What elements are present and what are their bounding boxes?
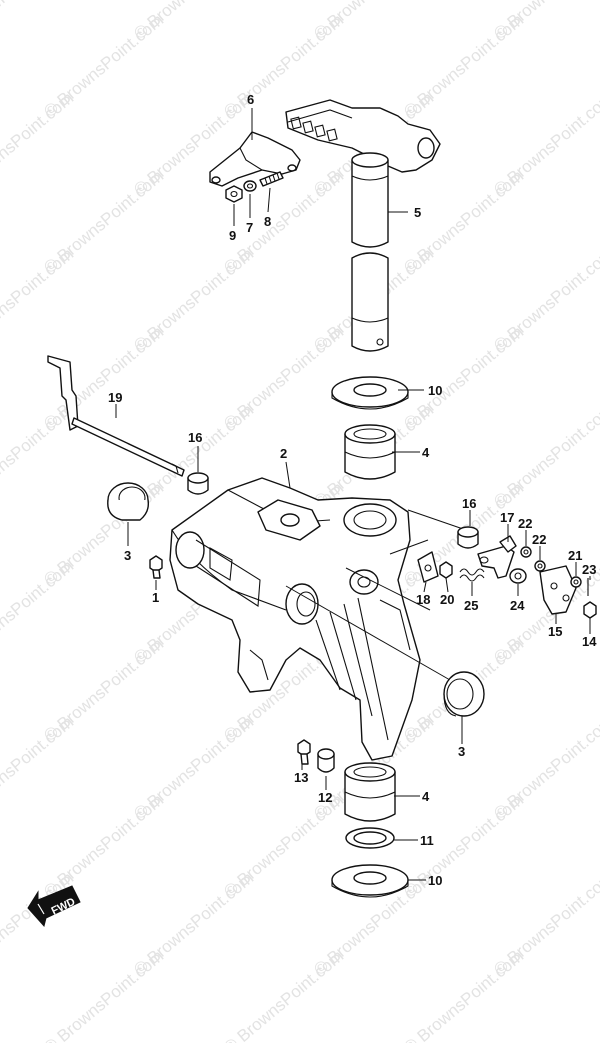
watermark-text: © BrownsPoint.com <box>40 946 167 1043</box>
part-7-washer <box>243 180 257 192</box>
callout-9: 9 <box>229 228 236 243</box>
callout-8: 8 <box>264 214 271 229</box>
part-3-cap-right <box>443 671 485 717</box>
part-15-lever <box>539 565 577 615</box>
watermark-text: © BrownsPoint.com <box>220 946 347 1043</box>
part-24-bushing <box>509 568 527 584</box>
callout-20: 20 <box>440 592 454 607</box>
callout-14: 14 <box>582 634 597 649</box>
part-6-bracket <box>209 131 301 187</box>
callout-5: 5 <box>414 205 421 220</box>
part-14-nut <box>583 601 597 619</box>
callout-25: 25 <box>464 598 478 613</box>
part-12-stopper <box>317 748 335 773</box>
part-20-bolt <box>439 561 453 579</box>
part-19-rod <box>47 355 185 477</box>
callout-4-lower: 4 <box>422 789 430 804</box>
watermark-text: © BrownsPoint.com <box>0 712 77 823</box>
part-1-bolt <box>149 555 163 579</box>
callout-3-left: 3 <box>124 548 131 563</box>
callout-18: 18 <box>416 592 430 607</box>
part-10-washer-lower <box>331 864 409 898</box>
watermark-text: © BrownsPoint.com <box>0 88 77 199</box>
part-2-swivel-bracket <box>169 477 421 761</box>
part-11-washer <box>345 827 395 849</box>
callout-10-upper: 10 <box>428 383 442 398</box>
callout-11: 11 <box>420 833 434 848</box>
callout-19: 19 <box>108 390 122 405</box>
watermark-text: © BrownsPoint.com <box>0 400 77 511</box>
callout-4-upper: 4 <box>422 445 430 460</box>
callout-2: 2 <box>280 446 287 461</box>
part-17-link <box>477 535 517 579</box>
leader-lines <box>115 108 591 881</box>
part-10-washer-upper <box>331 376 409 410</box>
part-3-cap-left <box>107 482 150 521</box>
callout-15: 15 <box>548 624 562 639</box>
part-4-bushing-lower <box>344 762 396 822</box>
callout-13: 13 <box>294 770 308 785</box>
part-16-bushing-right <box>457 526 479 549</box>
part-4-bushing-upper <box>344 424 396 480</box>
callout-24: 24 <box>510 598 525 613</box>
watermark-text: © BrownsPoint.com <box>400 946 527 1043</box>
callouts: 6 9 7 8 5 10 19 16 4 2 3 1 16 17 22 22 2… <box>108 92 597 888</box>
watermark-text: © BrownsPoint.com <box>0 0 77 43</box>
callout-3-right: 3 <box>458 744 465 759</box>
callout-10-lower: 10 <box>428 873 442 888</box>
part-13-bolt <box>297 739 311 765</box>
watermark-text: © BrownsPoint.com <box>0 244 77 355</box>
watermark-text: © BrownsPoint.com <box>0 556 77 667</box>
callout-16-upper: 16 <box>188 430 202 445</box>
callout-17: 17 <box>500 510 514 525</box>
callout-22-b: 22 <box>532 532 546 547</box>
callout-6: 6 <box>247 92 254 107</box>
part-21-washer <box>570 576 582 588</box>
part-22-washer-b <box>534 560 546 572</box>
callout-1: 1 <box>152 590 159 605</box>
watermark-text: © BrownsPoint.com <box>0 868 77 979</box>
callout-22-a: 22 <box>518 516 532 531</box>
part-22-washer-a <box>520 546 532 558</box>
callout-12: 12 <box>318 790 332 805</box>
part-16-bushing-upper <box>187 472 209 495</box>
callout-16-right: 16 <box>462 496 476 511</box>
callout-7: 7 <box>246 220 253 235</box>
part-5-steering-shaft <box>285 99 441 352</box>
part-8-stud <box>259 171 284 187</box>
part-18-plate <box>417 551 439 583</box>
callout-21: 21 <box>568 548 582 563</box>
part-9-nut <box>225 185 243 203</box>
part-25-spring <box>459 568 485 582</box>
callout-23: 23 <box>582 562 596 577</box>
